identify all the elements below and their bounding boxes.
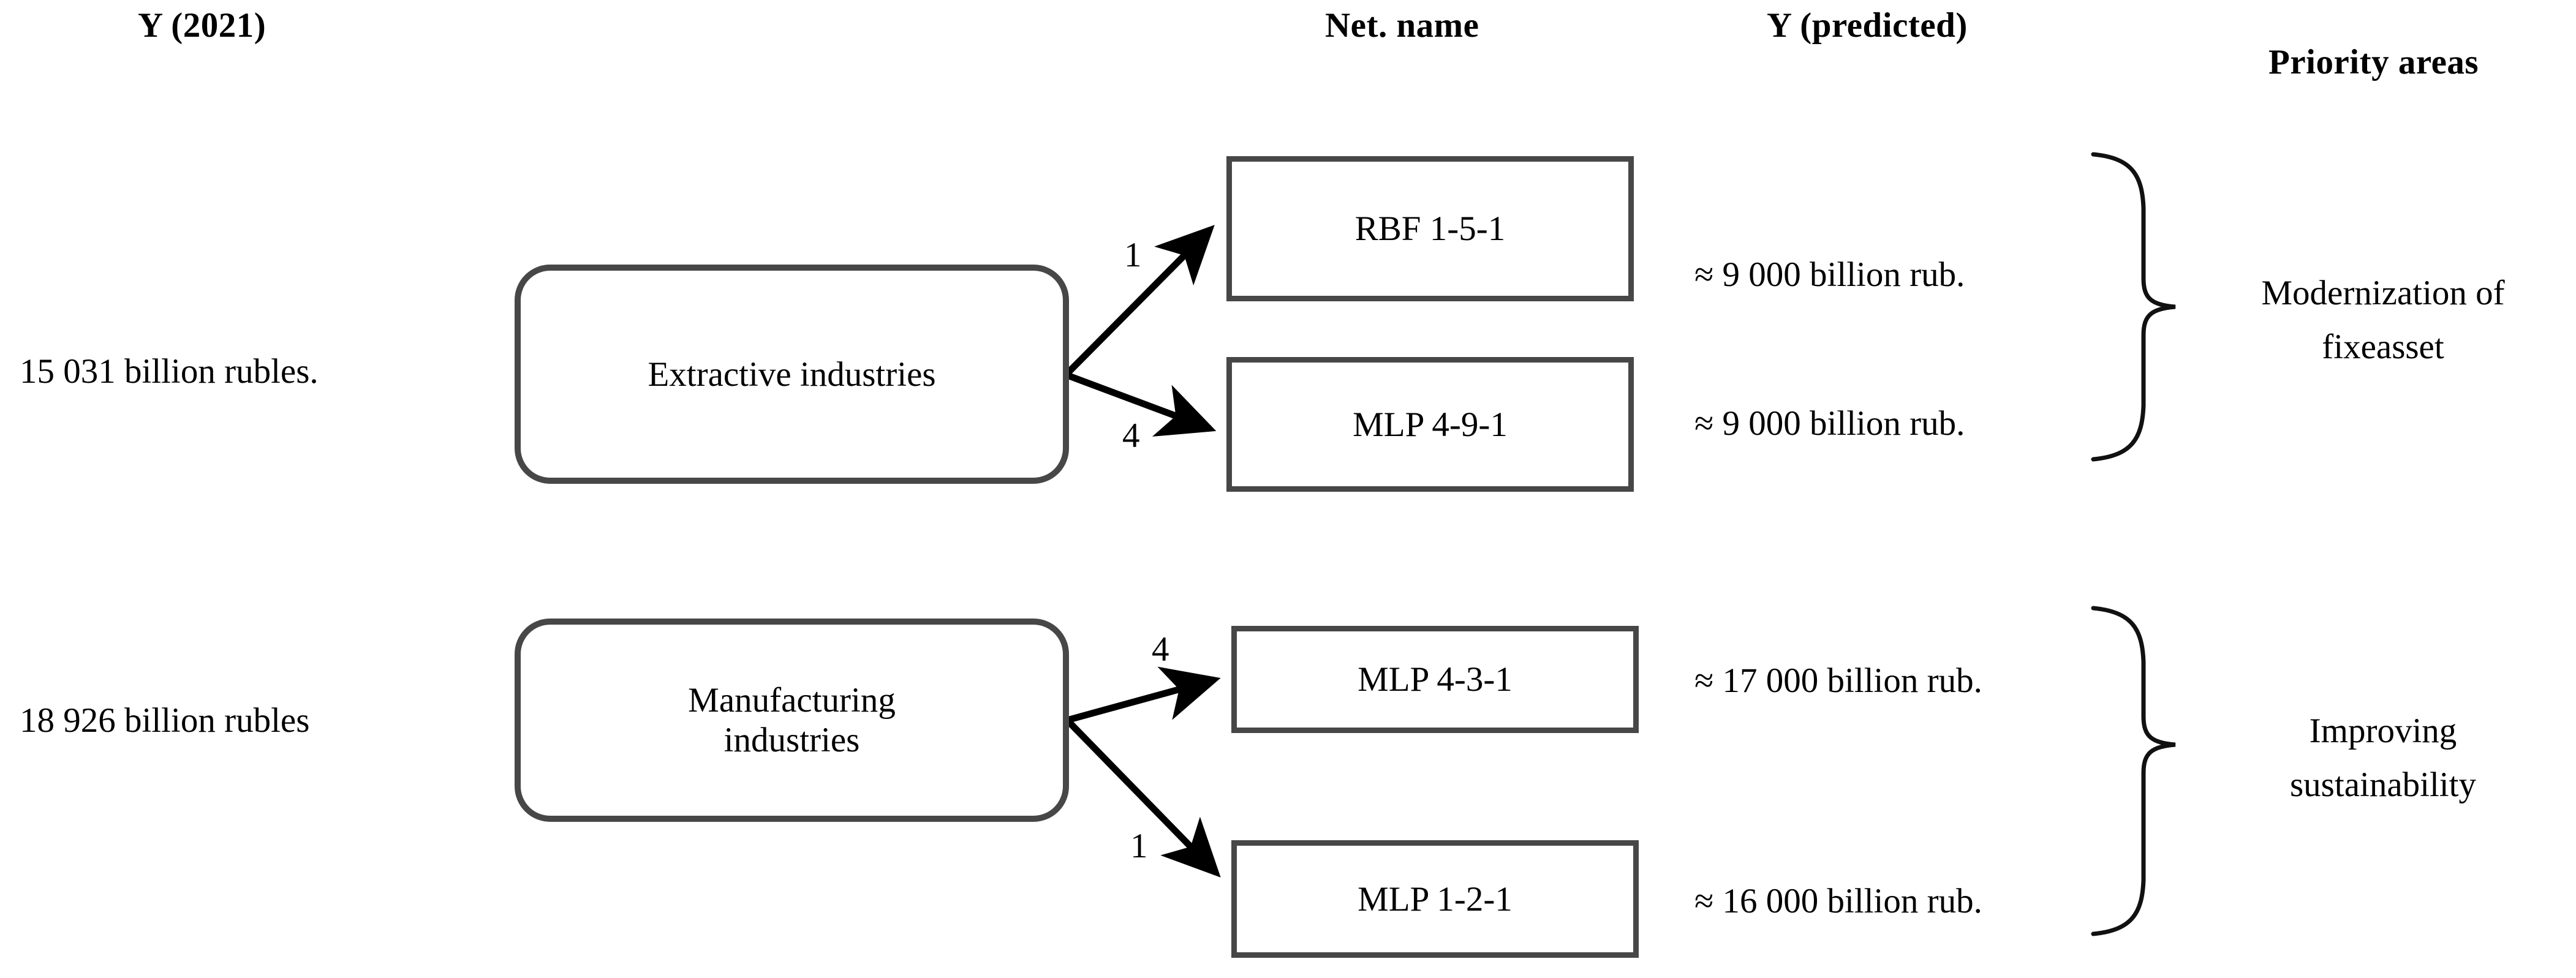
net-node-rbf-1-5-1[interactable]: RBF 1-5-1 [1226, 156, 1634, 301]
predicted-value-mlp-4-3-1: ≈ 17 000 billion rub. [1694, 661, 1982, 700]
source-node-extractive-label: Extractive industries [648, 355, 936, 394]
actual-value-manufacturing: 18 926 billion rubles [20, 701, 310, 740]
priority-area-modernization-line2: fixeasset [2322, 328, 2444, 367]
brace-modernization [2091, 152, 2176, 462]
source-node-extractive[interactable]: Extractive industries [515, 265, 1069, 484]
net-node-mlp-4-3-1[interactable]: MLP 4-3-1 [1231, 626, 1639, 733]
priority-area-modernization-line1: Modernization of [2261, 274, 2505, 312]
edge-extractive-to-rbf [1063, 225, 1215, 377]
header-priority-areas: Priority areas [2268, 43, 2479, 81]
edge-manufacturing-to-mlp121 [1065, 718, 1221, 878]
net-node-rbf-1-5-1-label: RBF 1-5-1 [1354, 209, 1506, 248]
source-node-manufacturing-line2: industries [723, 721, 860, 759]
predicted-value-rbf-1-5-1: ≈ 9 000 billion rub. [1694, 255, 1965, 294]
net-node-mlp-4-9-1-label: MLP 4-9-1 [1353, 405, 1508, 444]
predicted-value-mlp-4-9-1: ≈ 9 000 billion rub. [1694, 404, 1965, 443]
edge-label-extractive-mlp491: 4 [1122, 416, 1140, 455]
header-net-name: Net. name [1325, 6, 1479, 45]
net-node-mlp-4-9-1[interactable]: MLP 4-9-1 [1226, 357, 1634, 492]
priority-area-modernization: Modernization of fixeasset [2212, 266, 2555, 375]
actual-value-extractive: 15 031 billion rubles. [20, 352, 319, 391]
priority-area-sustainability-line1: Improving [2309, 712, 2457, 750]
priority-area-sustainability: Improving sustainability [2212, 704, 2555, 813]
net-node-mlp-1-2-1-label: MLP 1-2-1 [1358, 879, 1513, 919]
header-y-predicted: Y (predicted) [1767, 6, 1968, 45]
net-node-mlp-1-2-1[interactable]: MLP 1-2-1 [1231, 840, 1639, 958]
edge-label-extractive-rbf: 1 [1124, 236, 1142, 274]
brace-sustainability [2091, 606, 2176, 936]
priority-area-sustainability-line2: sustainability [2290, 765, 2476, 805]
source-node-manufacturing-label: Manufacturing industries [688, 680, 896, 760]
header-y-actual: Y (2021) [138, 6, 266, 45]
edge-label-manufacturing-mlp121: 1 [1130, 827, 1148, 865]
edge-label-manufacturing-mlp431: 4 [1152, 630, 1169, 669]
source-node-manufacturing-line1: Manufacturing [688, 681, 896, 720]
predicted-value-mlp-1-2-1: ≈ 16 000 billion rub. [1694, 882, 1982, 920]
net-node-mlp-4-3-1-label: MLP 4-3-1 [1358, 660, 1513, 699]
edge-extractive-to-mlp491 [1065, 371, 1217, 437]
edge-manufacturing-to-mlp431 [1066, 666, 1221, 724]
source-node-manufacturing[interactable]: Manufacturing industries [515, 619, 1069, 822]
